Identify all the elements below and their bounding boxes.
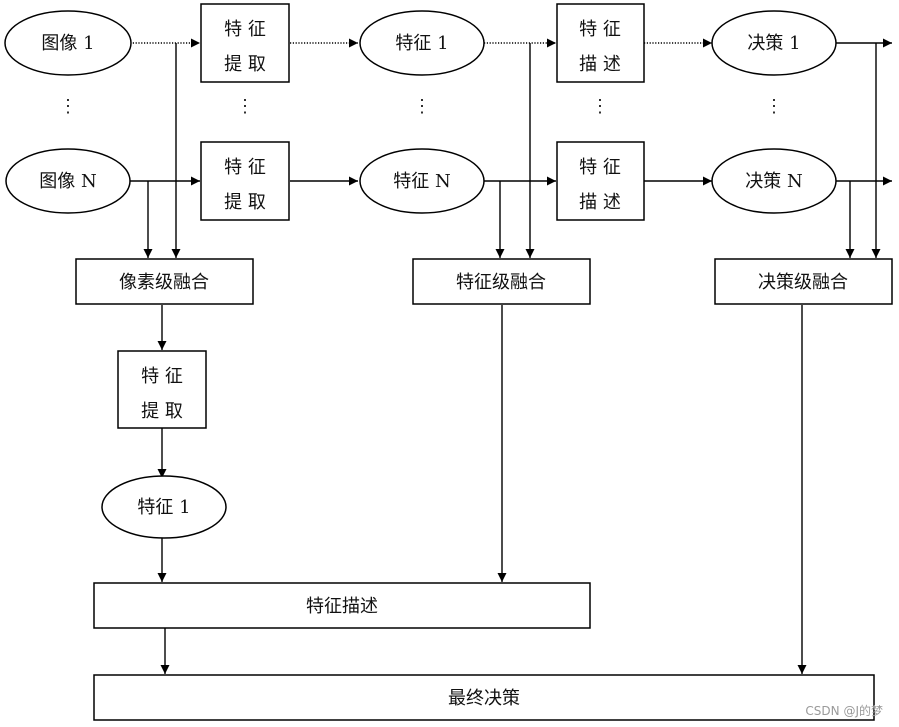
node-decision-n: 决策 N <box>711 148 837 214</box>
node-pixel-feature-extract-line2: 提 取 <box>141 401 183 422</box>
node-image-1: 图像 1 <box>4 10 132 76</box>
ellipsis-images: ⋮ <box>59 96 77 117</box>
node-feature-extract-1-line2: 提 取 <box>224 54 266 75</box>
node-pixel-feature-1: 特征 1 <box>101 475 227 539</box>
node-decision-1-label: 决策 1 <box>747 33 800 54</box>
node-feature-extract-1-line1: 特 征 <box>224 19 266 40</box>
ellipsis-feature-desc: ⋮ <box>591 96 609 117</box>
node-decision-fusion-label: 决策级融合 <box>758 272 848 293</box>
node-final-decision: 最终决策 <box>93 674 875 721</box>
node-feature-fusion-label: 特征级融合 <box>456 272 546 293</box>
node-pixel-feature-extract: 特 征 提 取 <box>117 350 207 429</box>
node-pixel-fusion: 像素级融合 <box>75 258 254 305</box>
node-feature-fusion: 特征级融合 <box>412 258 591 305</box>
node-pixel-fusion-label: 像素级融合 <box>119 272 209 293</box>
node-feature-desc-n-line2: 描 述 <box>579 192 621 213</box>
node-feature-1: 特征 1 <box>359 10 485 76</box>
edges <box>128 38 892 674</box>
node-image-n-label: 图像 N <box>39 171 96 192</box>
watermark: CSDN @J的梦 <box>805 704 883 718</box>
node-feature-extract-n: 特 征 提 取 <box>200 141 290 221</box>
node-feature-description-label: 特征描述 <box>306 596 378 617</box>
node-pixel-feature-1-label: 特征 1 <box>137 497 190 518</box>
node-feature-n-label: 特征 N <box>393 171 450 192</box>
node-feature-desc-n-line1: 特 征 <box>579 157 621 178</box>
node-pixel-feature-extract-line1: 特 征 <box>141 366 183 387</box>
node-feature-desc-n: 特 征 描 述 <box>556 141 645 221</box>
node-feature-n: 特征 N <box>359 148 485 214</box>
node-image-1-label: 图像 1 <box>41 33 94 54</box>
node-feature-desc-1-line1: 特 征 <box>579 19 621 40</box>
node-image-n: 图像 N <box>5 148 131 214</box>
node-decision-n-label: 决策 N <box>745 171 802 192</box>
node-feature-1-label: 特征 1 <box>395 33 448 54</box>
node-final-decision-label: 最终决策 <box>448 688 520 709</box>
node-feature-extract-1: 特 征 提 取 <box>200 3 290 83</box>
node-feature-desc-1: 特 征 描 述 <box>556 3 645 83</box>
ellipsis-features: ⋮ <box>413 96 431 117</box>
ellipsis-decisions: ⋮ <box>765 96 783 117</box>
node-decision-1: 决策 1 <box>711 10 837 76</box>
node-feature-extract-n-line1: 特 征 <box>224 157 266 178</box>
node-feature-extract-n-line2: 提 取 <box>224 192 266 213</box>
node-feature-desc-1-line2: 描 述 <box>579 54 621 75</box>
node-feature-description: 特征描述 <box>93 582 591 629</box>
node-decision-fusion: 决策级融合 <box>714 258 893 305</box>
ellipsis-feature-extract: ⋮ <box>236 96 254 117</box>
